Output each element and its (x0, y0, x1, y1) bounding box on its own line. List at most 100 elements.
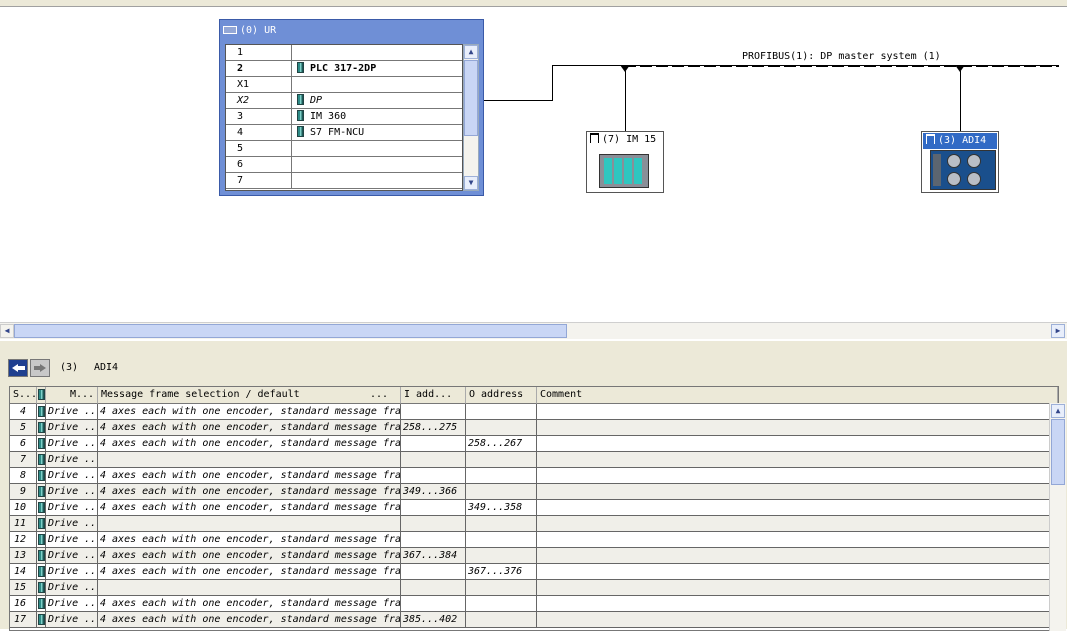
cell-comment[interactable] (537, 500, 1058, 515)
cell-module[interactable]: Drive ... (48, 580, 98, 595)
rack-row[interactable]: X1 (226, 77, 462, 93)
rack-module[interactable] (293, 141, 462, 156)
cell-module[interactable]: Drive ... (48, 404, 98, 419)
col-header-message-frame[interactable]: Message frame selection / default... (98, 387, 401, 404)
rack-module[interactable] (293, 45, 462, 60)
cell-slot[interactable]: 11 (10, 516, 37, 531)
cell-slot[interactable]: 5 (10, 420, 37, 435)
cell-module[interactable]: Drive ... (48, 500, 98, 515)
cell-message-frame[interactable] (98, 580, 401, 595)
config-table[interactable]: S... M... Message frame selection / defa… (9, 386, 1059, 631)
cell-module[interactable]: Drive ... (48, 452, 98, 467)
cell-comment[interactable] (537, 564, 1058, 579)
cell-comment[interactable] (537, 612, 1058, 627)
cell-icon[interactable] (37, 580, 46, 595)
back-arrow-icon[interactable] (8, 359, 28, 377)
cell-slot[interactable]: 9 (10, 484, 37, 499)
hscroll-thumb[interactable] (14, 324, 567, 338)
cell-module[interactable]: Drive ... (48, 612, 98, 627)
cell-slot[interactable]: 6 (10, 436, 37, 451)
cell-icon[interactable] (37, 516, 46, 531)
cell-icon[interactable] (37, 548, 46, 563)
cell-module[interactable]: Drive ... (48, 548, 98, 563)
cell-message-frame[interactable] (98, 516, 401, 531)
rack-scrollbar[interactable]: ▲ ▼ (463, 44, 479, 191)
rack-module[interactable]: S7 FM-NCU (293, 125, 462, 140)
cell-message-frame[interactable]: 4 axes each with one encoder, standard m… (100, 500, 401, 515)
col-header-o-address[interactable]: O address (466, 387, 537, 404)
cell-i-address[interactable] (401, 468, 466, 483)
cell-o-address[interactable] (466, 468, 537, 483)
table-row[interactable]: 9 Drive ...4 axes each with one encoder, … (10, 484, 1058, 500)
col-header-slot[interactable]: S... (10, 387, 37, 404)
cell-module[interactable]: Drive ... (48, 436, 98, 451)
cell-icon[interactable] (37, 468, 46, 483)
network-hscrollbar[interactable]: ◀ ▶ (0, 322, 1067, 339)
cell-icon[interactable] (37, 596, 46, 611)
cell-i-address[interactable] (401, 436, 466, 451)
cell-i-address[interactable] (401, 452, 466, 467)
cell-o-address[interactable] (466, 612, 537, 627)
cell-i-address[interactable] (401, 500, 466, 515)
cell-comment[interactable] (537, 484, 1058, 499)
cell-module[interactable]: Drive ... (48, 596, 98, 611)
cell-comment[interactable] (537, 420, 1058, 435)
table-row[interactable]: 16 Drive ...4 axes each with one encoder,… (10, 596, 1058, 612)
cell-message-frame[interactable]: 4 axes each with one encoder, standard m… (100, 436, 401, 451)
cell-module[interactable]: Drive ... (48, 420, 98, 435)
cell-slot[interactable]: 13 (10, 548, 37, 563)
rack-module[interactable] (293, 173, 462, 188)
cell-comment[interactable] (537, 548, 1058, 563)
scroll-right-icon[interactable]: ▶ (1051, 324, 1065, 338)
cell-o-address[interactable] (466, 404, 537, 419)
table-scroll-thumb[interactable] (1051, 419, 1065, 485)
cell-message-frame[interactable]: 4 axes each with one encoder, standard m… (100, 596, 401, 611)
cell-slot[interactable]: 14 (10, 564, 37, 579)
cell-comment[interactable] (537, 532, 1058, 547)
cell-slot[interactable]: 7 (10, 452, 37, 467)
cell-module[interactable]: Drive ... (48, 484, 98, 499)
cell-slot[interactable]: 16 (10, 596, 37, 611)
cell-o-address[interactable]: 258...267 (466, 436, 537, 451)
table-scrollbar[interactable]: ▲ (1049, 403, 1066, 631)
cell-comment[interactable] (537, 452, 1058, 467)
rack-module[interactable]: IM 360 (293, 109, 462, 124)
cell-i-address[interactable] (401, 580, 466, 595)
cell-icon[interactable] (37, 452, 46, 467)
cell-o-address[interactable] (466, 548, 537, 563)
cell-o-address[interactable] (466, 420, 537, 435)
cell-comment[interactable] (537, 516, 1058, 531)
cell-slot[interactable]: 8 (10, 468, 37, 483)
cell-o-address[interactable]: 349...358 (466, 500, 537, 515)
cell-o-address[interactable] (466, 516, 537, 531)
cell-message-frame[interactable]: 4 axes each with one encoder, standard m… (100, 484, 401, 499)
cell-module[interactable]: Drive ... (48, 516, 98, 531)
cell-message-frame[interactable]: 4 axes each with one encoder, standard m… (100, 404, 401, 419)
rack-row[interactable]: 7 (226, 173, 462, 189)
cell-i-address[interactable] (401, 596, 466, 611)
cell-slot[interactable]: 4 (10, 404, 37, 419)
cell-comment[interactable] (537, 436, 1058, 451)
col-header-module[interactable]: M... (46, 387, 98, 404)
cell-icon[interactable] (37, 436, 46, 451)
cell-icon[interactable] (37, 564, 46, 579)
cell-i-address[interactable] (401, 564, 466, 579)
cell-o-address[interactable] (466, 484, 537, 499)
scroll-up-icon[interactable]: ▲ (464, 45, 478, 59)
rack-module[interactable] (293, 77, 462, 92)
scroll-left-icon[interactable]: ◀ (0, 324, 14, 338)
profibus-line[interactable] (552, 65, 1059, 66)
col-header-i-address[interactable]: I add... (401, 387, 466, 404)
scroll-up-icon[interactable]: ▲ (1051, 404, 1065, 418)
rack-scroll-thumb[interactable] (464, 60, 478, 136)
rack-row[interactable]: 6 (226, 157, 462, 173)
